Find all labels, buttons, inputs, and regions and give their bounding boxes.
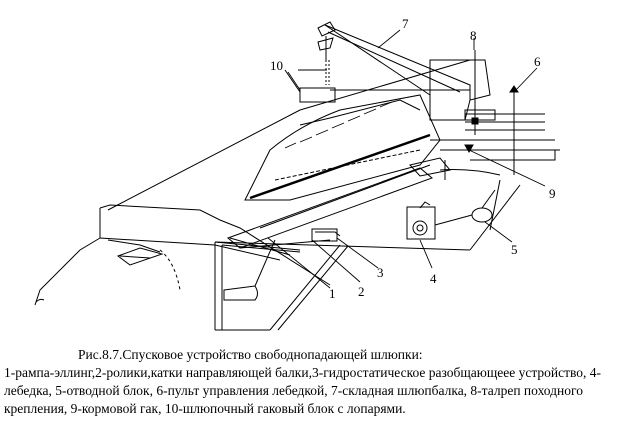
ramp-slipway [34,204,331,306]
hydrostatic-release [311,228,341,242]
callout-3: 3 [377,265,384,280]
callout-1: 1 [329,286,336,301]
deck-platform [409,139,560,180]
callout-leaders [267,29,546,289]
callout-10: 10 [270,58,283,73]
guide-rollers [223,239,276,301]
base-frame [214,179,521,331]
callout-4: 4 [430,271,437,286]
callout-8: 8 [470,28,477,43]
hook-block [284,60,330,93]
lifeboat [244,87,441,201]
callout-2: 2 [358,284,365,299]
callout-5: 5 [511,242,518,257]
callout-6: 6 [534,54,541,69]
folding-davit [317,21,471,100]
launching-device-diagram: 1 2 3 4 5 6 7 8 9 10 [34,16,560,331]
winch [406,201,436,240]
ramp-upper-guide [107,59,471,211]
caption-legend: 1-рампа-эллинг,2-ролики,катки направляющ… [4,365,602,416]
callout-7: 7 [402,16,409,31]
winch-control-stand [429,50,545,175]
snatch-block [434,189,496,226]
caption-title: Рис.8.7.Спусковое устройство свободнопад… [78,347,423,362]
figure-caption: Рис.8.7.Спусковое устройство свободнопад… [4,346,624,418]
callout-9: 9 [549,186,556,201]
